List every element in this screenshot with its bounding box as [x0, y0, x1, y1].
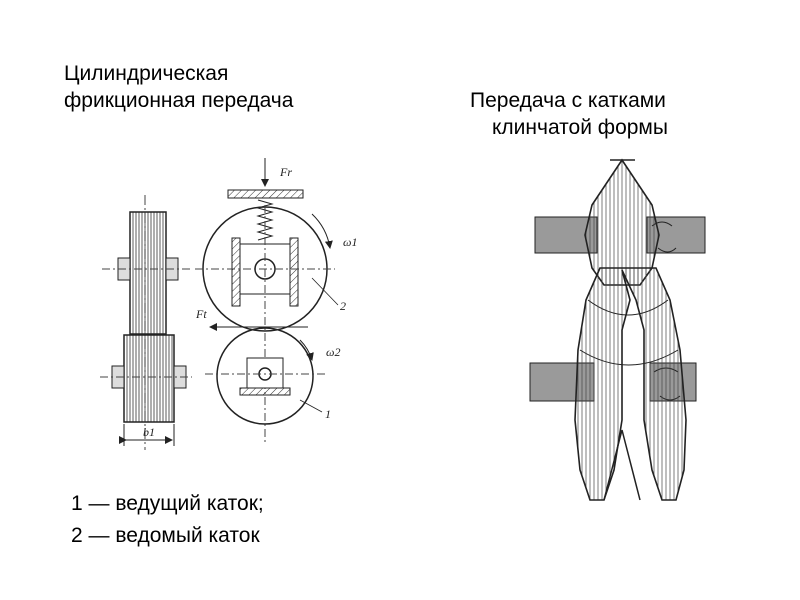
label-b1: b1 [143, 425, 155, 439]
legend-line-1: 1 — ведущий каток; [71, 492, 264, 515]
right-title-line-1: Передача с катками [470, 89, 666, 112]
right-title-line-2: клинчатой формы [492, 116, 668, 139]
lower-bearing-housing [246, 357, 284, 389]
legend: 1 — ведущий каток; 2 — ведомый каток [71, 488, 264, 552]
label-roller-2: 2 [340, 299, 346, 313]
groove-edge [603, 429, 641, 501]
top-support [227, 189, 304, 199]
legend-line-2: 2 — ведомый каток [71, 524, 260, 547]
lower-roller-side [123, 334, 175, 423]
label-ft: Ft [195, 307, 207, 321]
upper-roller-side [129, 211, 167, 335]
label-roller-1: 1 [325, 407, 331, 421]
side-view-drawing: b1 [100, 195, 192, 450]
left-title-line-1: Цилиндрическая [64, 62, 229, 85]
upper-wedge-roller [584, 158, 660, 286]
front-view-drawing: Fr ω1 2 Ft ω2 1 [195, 158, 357, 445]
label-omega2: ω2 [326, 345, 340, 359]
lower-roller-front [216, 327, 314, 425]
wedge-rollers-drawing [529, 158, 706, 501]
left-title-line-2: фрикционная передача [64, 89, 294, 112]
label-fr: Fr [279, 165, 292, 179]
lower-grooved-roller [574, 267, 687, 501]
left-title: Цилиндрическая фрикционная передача [64, 60, 293, 114]
right-title: Передача с катками клинчатой формы [470, 87, 668, 141]
label-omega1: ω1 [343, 235, 357, 249]
